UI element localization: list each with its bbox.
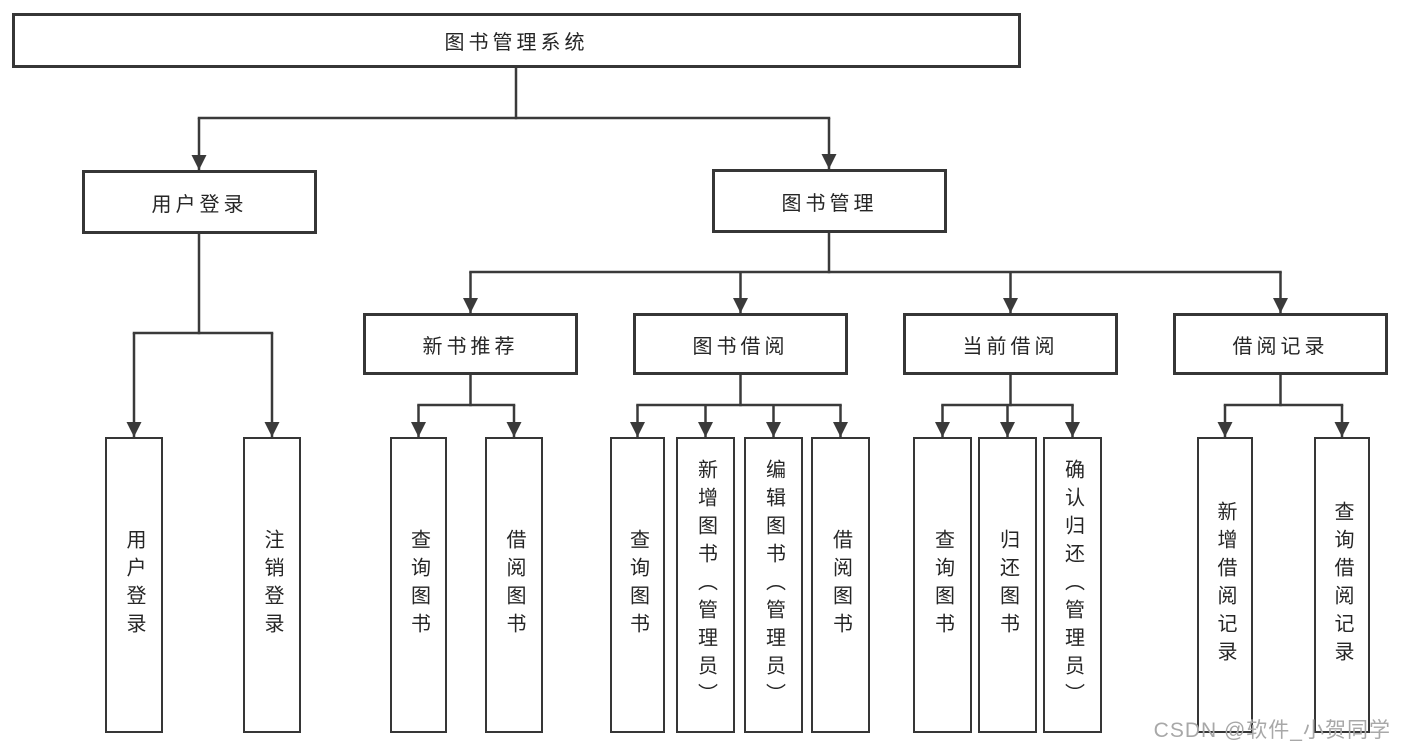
node-book-borrow-label: 图书借阅 [692, 335, 789, 358]
node-current-borrow-label: 当前借阅 [962, 335, 1059, 358]
leaf-borrow-borrow-book: 借阅图书 [811, 437, 870, 733]
node-root-label: 图书管理系统 [444, 32, 589, 54]
leaf-current-confirm-return: 确认归还（管理员） [1043, 437, 1102, 733]
node-book-management-label: 图书管理 [781, 192, 878, 215]
leaf-user-login-label: 用户登录 [123, 529, 145, 641]
node-new-book-recommend-label: 新书推荐 [422, 335, 519, 358]
leaf-current-return-book: 归还图书 [978, 437, 1037, 733]
leaf-records-search-record: 查询借阅记录 [1314, 437, 1370, 733]
node-root: 图书管理系统 [12, 13, 1021, 68]
connector-new-book-rec-children [411, 375, 522, 437]
leaf-current-search-book-label: 查询图书 [931, 529, 954, 641]
leaf-recommend-search-book-label: 查询图书 [407, 529, 430, 641]
leaf-borrow-search-book: 查询图书 [610, 437, 665, 733]
leaf-logout: 注销登录 [243, 437, 301, 733]
leaf-records-add-record: 新增借阅记录 [1197, 437, 1253, 733]
csdn-watermark: CSDN @软件_小贺同学 [1153, 719, 1391, 742]
leaf-current-return-book-label: 归还图书 [996, 529, 1019, 641]
leaf-borrow-add-book-label: 新增图书（管理员） [694, 459, 717, 711]
leaf-current-search-book: 查询图书 [913, 437, 972, 733]
node-borrow-records: 借阅记录 [1173, 313, 1388, 375]
leaf-borrow-add-book: 新增图书（管理员） [676, 437, 735, 733]
node-new-book-recommend: 新书推荐 [363, 313, 578, 375]
leaf-logout-label: 注销登录 [261, 529, 283, 641]
node-current-borrow: 当前借阅 [903, 313, 1118, 375]
node-book-borrow: 图书借阅 [633, 313, 848, 375]
connector-borrow-records-children [1217, 375, 1350, 437]
leaf-recommend-borrow-book: 借阅图书 [485, 437, 543, 733]
connector-current-borrow-children [935, 375, 1080, 437]
node-user-login-label: 用户登录 [151, 193, 248, 216]
leaf-recommend-search-book: 查询图书 [390, 437, 447, 733]
leaf-user-login: 用户登录 [105, 437, 163, 733]
node-user-login: 用户登录 [82, 170, 317, 234]
leaf-borrow-edit-book-label: 编辑图书（管理员） [762, 459, 785, 711]
connector-book-borrow-children [630, 375, 848, 437]
leaf-records-add-record-label: 新增借阅记录 [1214, 501, 1236, 669]
leaf-borrow-search-book-label: 查询图书 [626, 529, 649, 641]
node-borrow-records-label: 借阅记录 [1232, 335, 1329, 358]
leaf-current-confirm-return-label: 确认归还（管理员） [1061, 459, 1084, 711]
connector-root-to-level2 [191, 68, 837, 170]
connector-user-login-children [126, 234, 280, 437]
connector-book-mgmt-children [463, 233, 1288, 313]
leaf-borrow-borrow-book-label: 借阅图书 [829, 529, 852, 641]
leaf-recommend-borrow-book-label: 借阅图书 [503, 529, 525, 641]
leaf-records-search-record-label: 查询借阅记录 [1331, 501, 1353, 669]
node-book-management: 图书管理 [712, 169, 947, 233]
leaf-borrow-edit-book: 编辑图书（管理员） [744, 437, 803, 733]
